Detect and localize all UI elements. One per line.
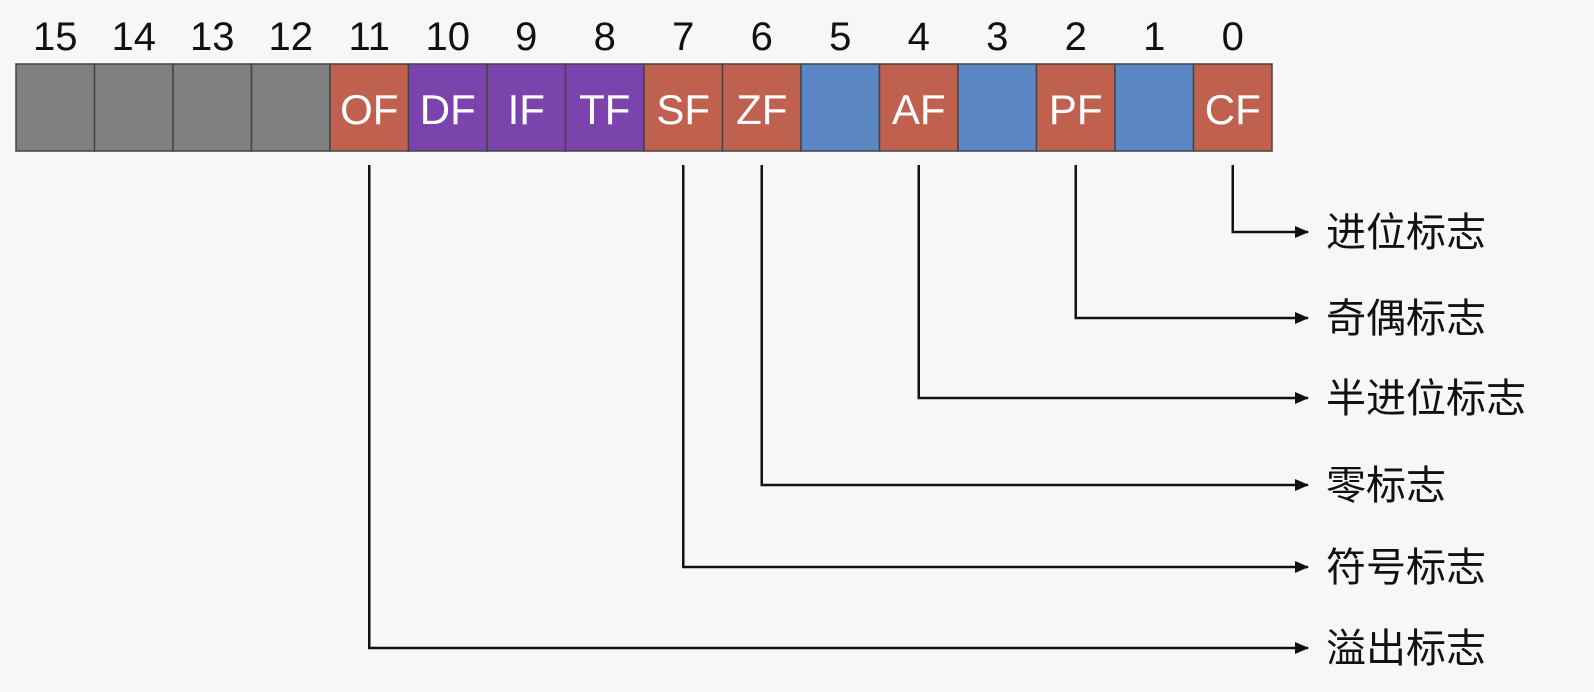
description-bit-7: 符号标志 [1326,546,1486,590]
register-cell-bit-14 [93,63,174,152]
register-cell-bit-9 [486,63,567,152]
register-cell-bit-1 [1114,63,1195,152]
flag-label-sf: SF [656,86,710,133]
bit-number-8: 8 [594,15,616,59]
flag-connectors [368,165,1309,654]
bit-number-2: 2 [1065,15,1087,59]
description-bit-6: 零标志 [1326,464,1446,508]
bit-number-1: 1 [1143,15,1165,59]
flag-label-tf: TF [579,86,630,133]
bit-number-10: 10 [426,15,471,59]
flag-label-cf: CF [1205,86,1261,133]
bit-number-11: 11 [348,15,390,59]
flag-label-df: DF [420,86,476,133]
flag-label-zf: ZF [736,86,787,133]
register-cell-bit-10 [407,63,488,152]
bit-number-3: 3 [986,15,1008,59]
register-cell-bit-15 [15,63,96,152]
flag-label-if: IF [508,86,545,133]
bit-number-0: 0 [1222,15,1244,59]
register-cell-bit-6 [721,63,802,152]
connector-bit-11 [368,165,1309,654]
description-bit-0: 进位标志 [1326,211,1486,255]
bit-number-4: 4 [908,15,930,59]
connector-bit-0 [1231,165,1309,238]
register-cell-bit-0 [1192,63,1273,152]
register-cell-bit-2 [1035,63,1116,152]
flag-label-af: AF [892,86,946,133]
register-cell-bit-5 [800,63,881,152]
bit-number-6: 6 [751,15,773,59]
bit-number-7: 7 [672,15,694,59]
register-cell-bit-7 [643,63,724,152]
register-cell-bit-4 [878,63,959,152]
bit-number-15: 15 [33,15,78,59]
register-cells: OF DF IF TF SF ZF AF PF CF [15,63,1273,152]
connector-bit-6 [760,165,1309,491]
bit-number-14: 14 [112,15,157,59]
connector-bit-2 [1074,165,1309,324]
connector-bit-4 [917,165,1309,404]
bit-number-12: 12 [269,15,314,59]
description-bit-4: 半进位标志 [1326,377,1526,421]
register-cell-bit-11 [329,63,410,152]
description-bit-2: 奇偶标志 [1326,297,1486,341]
connector-bit-7 [682,165,1309,573]
register-cell-bit-13 [172,63,253,152]
flag-label-pf: PF [1049,86,1103,133]
register-cell-bit-12 [250,63,331,152]
flag-label-of: OF [340,86,398,133]
register-cell-bit-3 [957,63,1038,152]
description-bit-11: 溢出标志 [1326,627,1486,671]
bit-number-9: 9 [515,15,537,59]
bit-number-13: 13 [190,15,235,59]
bit-number-5: 5 [829,15,851,59]
